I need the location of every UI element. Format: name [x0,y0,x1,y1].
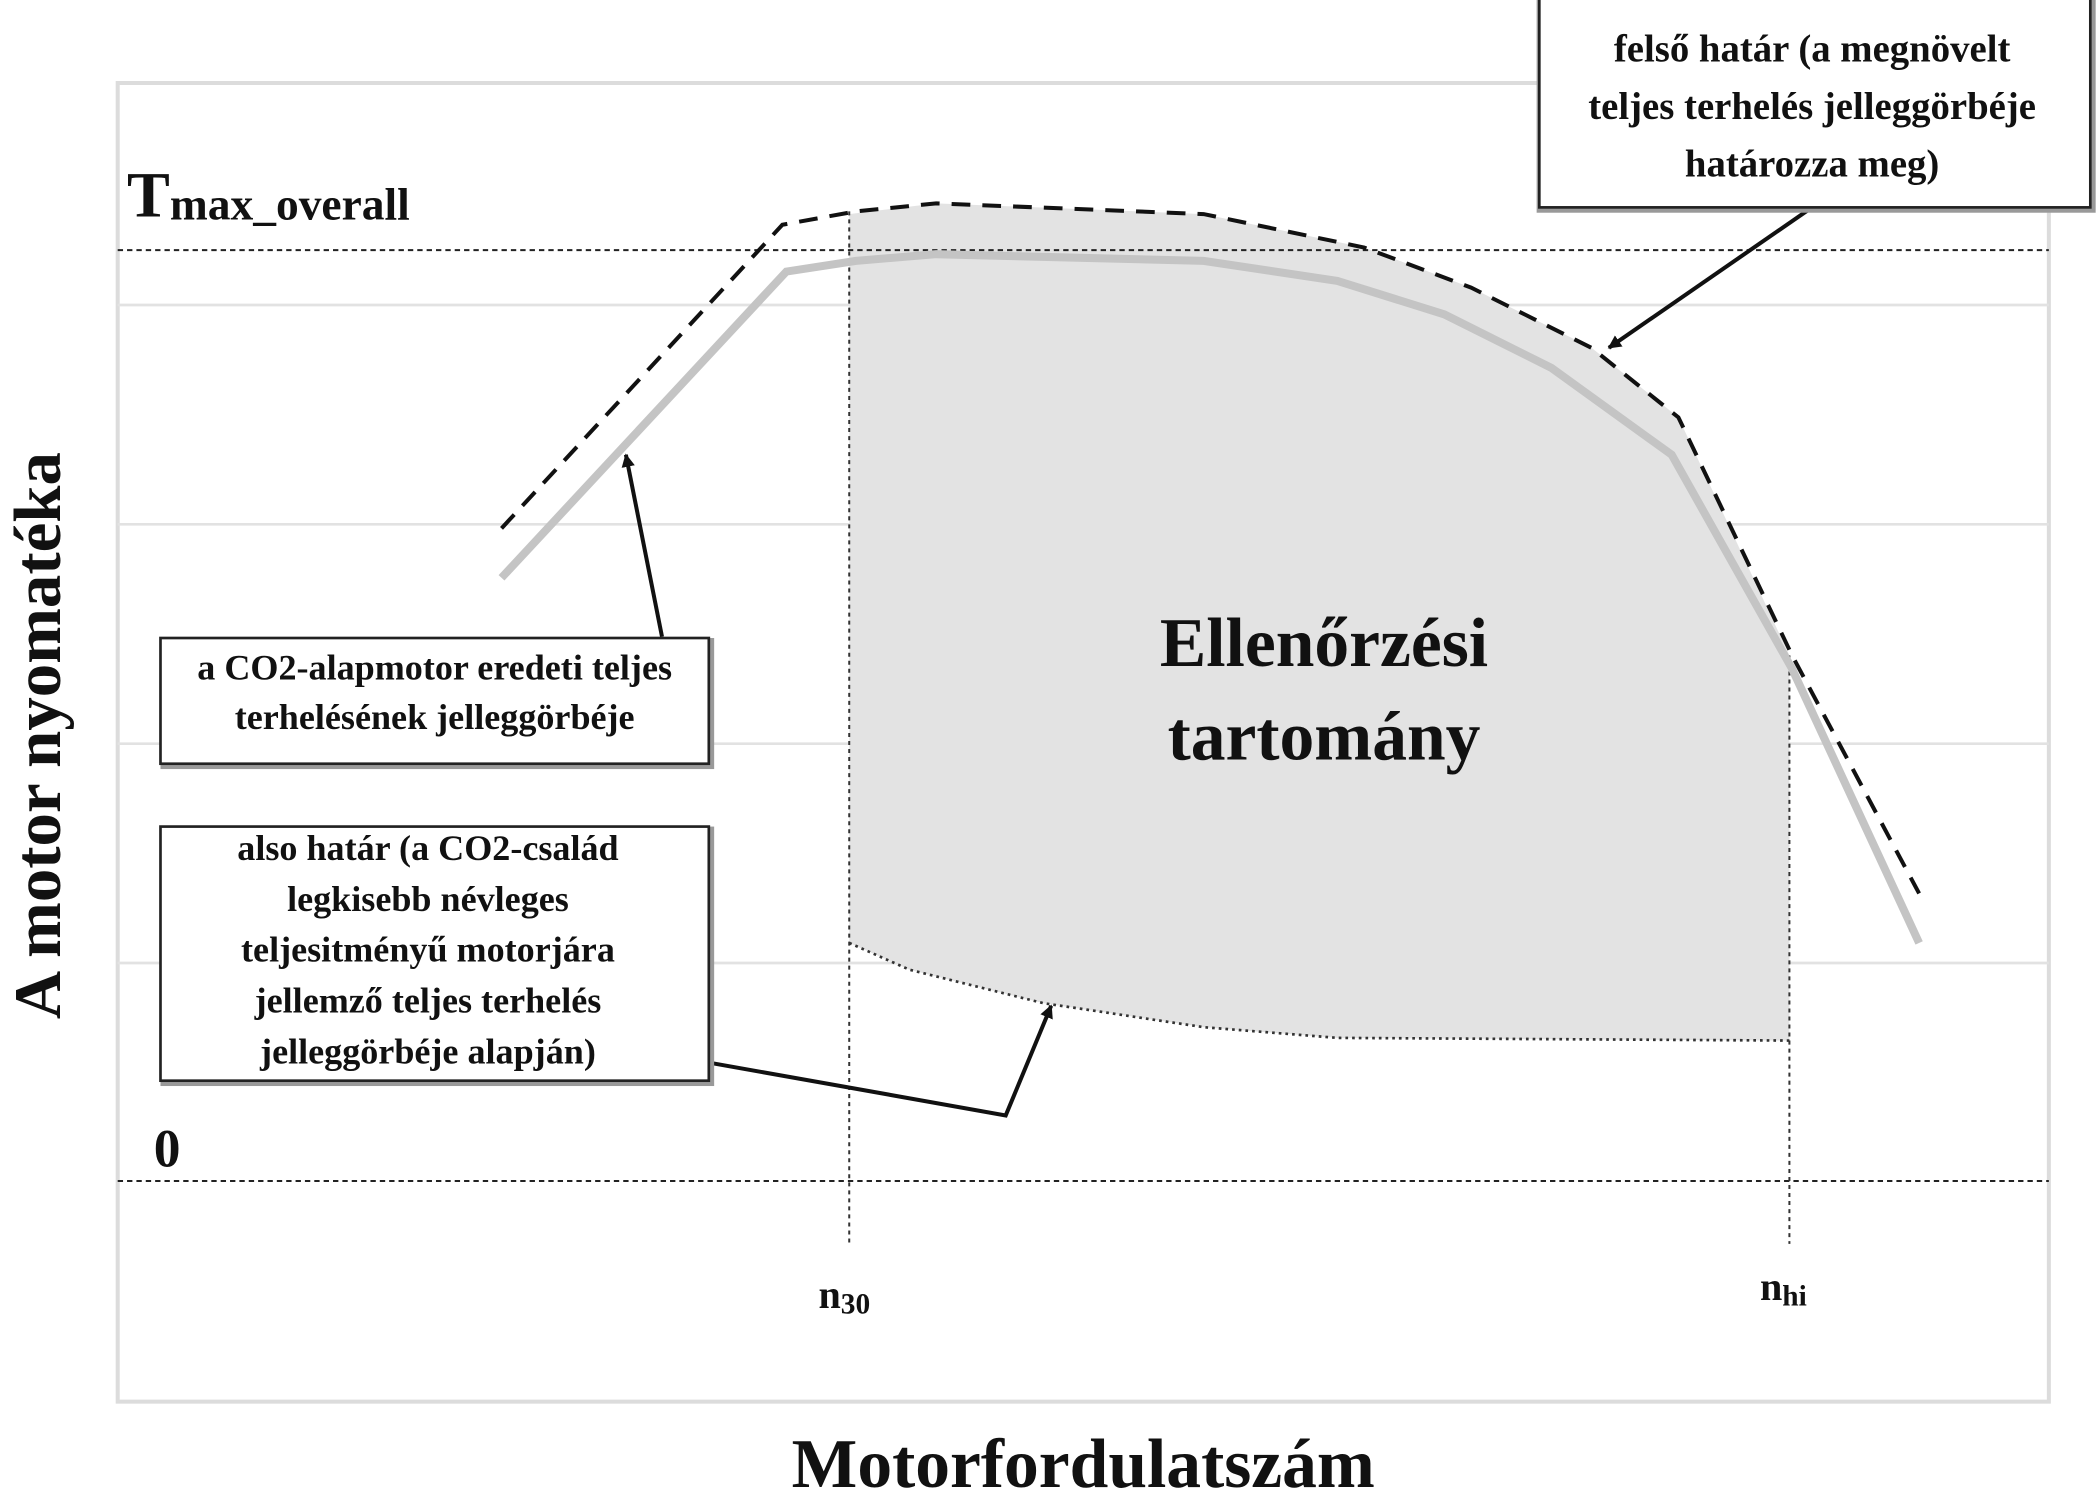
svg-text:terhelésének jelleggörbéje: terhelésének jelleggörbéje [235,697,635,737]
lower-limit-curve [848,941,1790,1042]
verification-region [849,203,1790,1041]
svg-text:teljes terhelés jelleggörbéje: teljes terhelés jelleggörbéje [1588,85,2036,128]
callout-base-curve: a CO2-alapmotor eredeti teljes terhelésé… [159,636,715,770]
zero-label: 0 [154,1118,181,1178]
svg-text:teljesitményű motorjára: teljesitményű motorjára [241,930,615,970]
n30-label: n30 [818,1272,870,1320]
x-axis-label: Motorfordulatszám [792,1426,1375,1490]
base-full-load-curve [498,250,1923,945]
svg-text:a CO2-alapmotor eredeti teljes: a CO2-alapmotor eredeti teljes [197,647,672,687]
region-label-line2: tartomány [1168,699,1481,776]
tmax-label: Tmax_overall [127,160,410,231]
y-axis-label: A motor nyomatéka [1,452,75,1019]
nhi-label: nhi [1760,1264,1807,1312]
svg-text:jellemző teljes terhelés: jellemző teljes terhelés [254,980,602,1020]
region-label-line1: Ellenőrzési [1160,605,1488,682]
svg-text:jelleggörbéje alapján): jelleggörbéje alapján) [259,1031,596,1071]
callout-upper-limit: felső határ (a megnövelt teljes terhelés… [1536,0,2096,213]
svg-text:also határ (a CO2-család: also határ (a CO2-család [237,828,618,868]
svg-text:határozza meg): határozza meg) [1685,143,1939,186]
svg-text:legkisebb névleges: legkisebb névleges [287,879,569,919]
svg-text:felső határ (a megnövelt: felső határ (a megnövelt [1614,28,2011,71]
callout-arrows [621,208,1810,1118]
upper-limit-curve [500,201,1921,895]
callout-lower-limit: also határ (a CO2-család legkisebb névle… [159,825,715,1087]
